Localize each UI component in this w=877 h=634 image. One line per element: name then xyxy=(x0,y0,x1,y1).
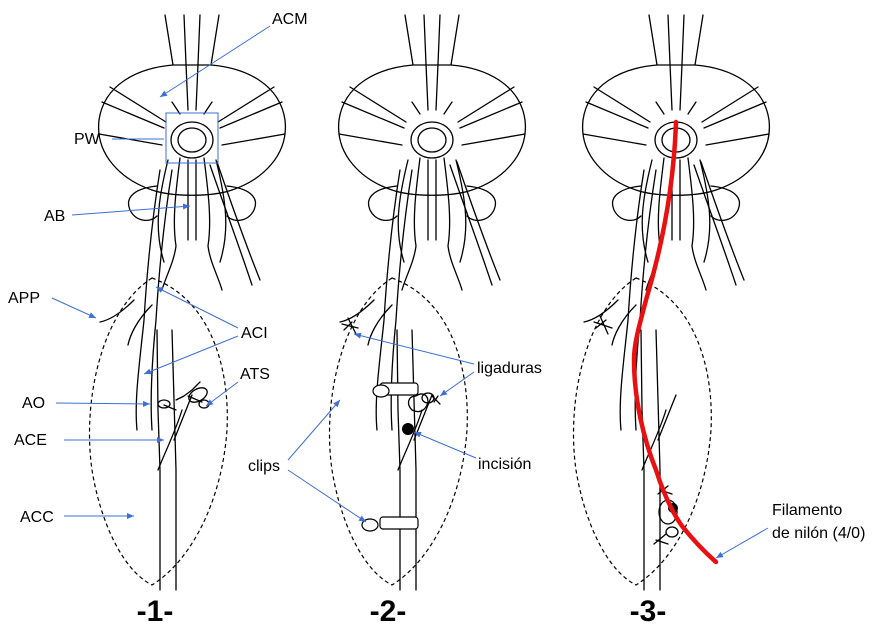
clip-lower xyxy=(362,517,418,531)
label-ats: ATS xyxy=(240,366,270,383)
incision-arrow xyxy=(414,432,476,458)
aci-arrow-upper xyxy=(156,287,238,328)
label-pw: PW xyxy=(74,131,101,148)
label-app: APP xyxy=(8,290,40,307)
clips-arrow-1 xyxy=(288,400,340,460)
clips-arrow-2 xyxy=(288,470,366,522)
ligaduras-arrow-2 xyxy=(440,372,474,396)
panel-2-number: -2- xyxy=(370,595,407,628)
aci-arrow-lower xyxy=(144,336,238,374)
panel-3: Filamento de nilón (4/0) -3- xyxy=(574,15,866,628)
pw-region-box xyxy=(166,113,218,163)
label-ace: ACE xyxy=(14,432,47,449)
label-acc: ACC xyxy=(20,509,54,526)
incision-mark xyxy=(402,423,414,435)
ats-arrow xyxy=(206,382,238,406)
label-ligaduras: ligaduras xyxy=(477,360,542,377)
ab-arrow xyxy=(72,206,190,215)
label-acm: ACM xyxy=(272,11,308,28)
panel-3-number: -3- xyxy=(630,595,667,628)
label-ao: AO xyxy=(22,395,45,412)
label-clips: clips xyxy=(248,458,280,475)
label-incision: incisión xyxy=(478,456,531,473)
label-filamento-line2: de nilón (4/0) xyxy=(772,525,865,542)
ligature-upper-3 xyxy=(594,316,612,334)
label-ab: AB xyxy=(44,208,65,225)
label-filamento-line1: Filamento xyxy=(772,502,842,519)
panel-2: ligaduras clips incisión -2- xyxy=(248,15,542,628)
panel-1-number: -1- xyxy=(137,595,174,628)
filamento-arrow xyxy=(716,528,768,558)
label-aci: ACI xyxy=(241,325,268,342)
panel-1: ACM PW AB APP ACI ATS AO ACE ACC -1- xyxy=(8,11,308,628)
app-arrow xyxy=(52,298,96,318)
clip-upper xyxy=(373,383,418,397)
ligaduras-arrow-1 xyxy=(354,334,474,364)
